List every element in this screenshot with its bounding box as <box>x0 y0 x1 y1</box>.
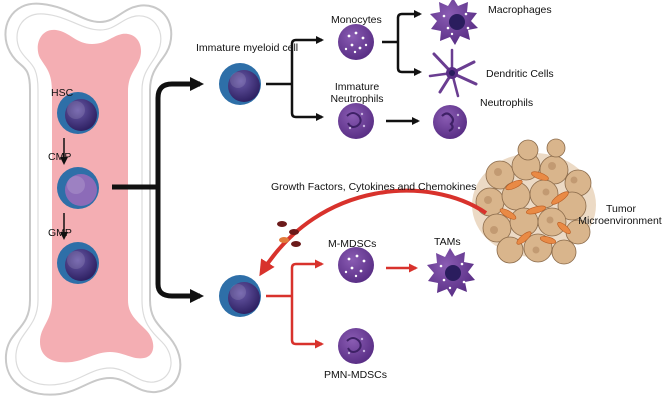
tam-cell <box>427 248 475 297</box>
hsc-cell <box>57 92 99 134</box>
monocyte-branch-arrows <box>382 10 422 76</box>
pmn-mdsc-cell <box>338 328 374 364</box>
label-m-mdscs: M-MDSCs <box>328 238 377 250</box>
label-immature-myeloid-cell: Immature myeloid cell <box>196 42 299 54</box>
label-pmn-mdscs: PMN-MDSCs <box>324 369 387 381</box>
label-tumor-line2: Microenvironment <box>578 215 662 227</box>
label-tams: TAMs <box>434 236 461 248</box>
label-gmp: GMP <box>48 227 72 239</box>
bone-outline-inner <box>15 13 172 386</box>
cmp-cell <box>57 167 99 209</box>
label-cmp: CMP <box>48 151 72 163</box>
macrophage-cell <box>430 0 478 45</box>
immature-neutrophil-cell <box>338 103 374 139</box>
label-monocytes: Monocytes <box>331 14 382 26</box>
label-macrophages: Macrophages <box>488 4 552 16</box>
monocyte-cell <box>338 24 374 60</box>
m-mdsc-cell <box>338 247 374 283</box>
gmp-cell <box>57 242 99 284</box>
tumor-microenvironment <box>472 138 596 265</box>
label-growth-factors: Growth Factors, Cytokines and Chemokines <box>271 181 477 193</box>
label-neutrophils: Neutrophils <box>480 97 534 109</box>
neutrophil-cell <box>433 105 467 139</box>
immature-myeloid-cell-tumor <box>219 275 261 317</box>
label-immature-neutrophils-line2: Neutrophils <box>330 93 384 105</box>
factor-molecules <box>277 221 301 247</box>
label-dendritic-cells: Dendritic Cells <box>486 68 554 80</box>
label-tumor-line1: Tumor <box>606 203 636 215</box>
dendritic-cell <box>428 48 478 98</box>
label-hsc: HSC <box>51 87 74 99</box>
bone-exit-branch-arrows <box>112 77 204 303</box>
immature-myeloid-cell <box>219 63 261 105</box>
label-immature-neutrophils-line1: Immature <box>334 81 380 93</box>
myeloid-branch-arrows <box>266 36 324 121</box>
mdsc-branch-arrows <box>266 259 324 349</box>
